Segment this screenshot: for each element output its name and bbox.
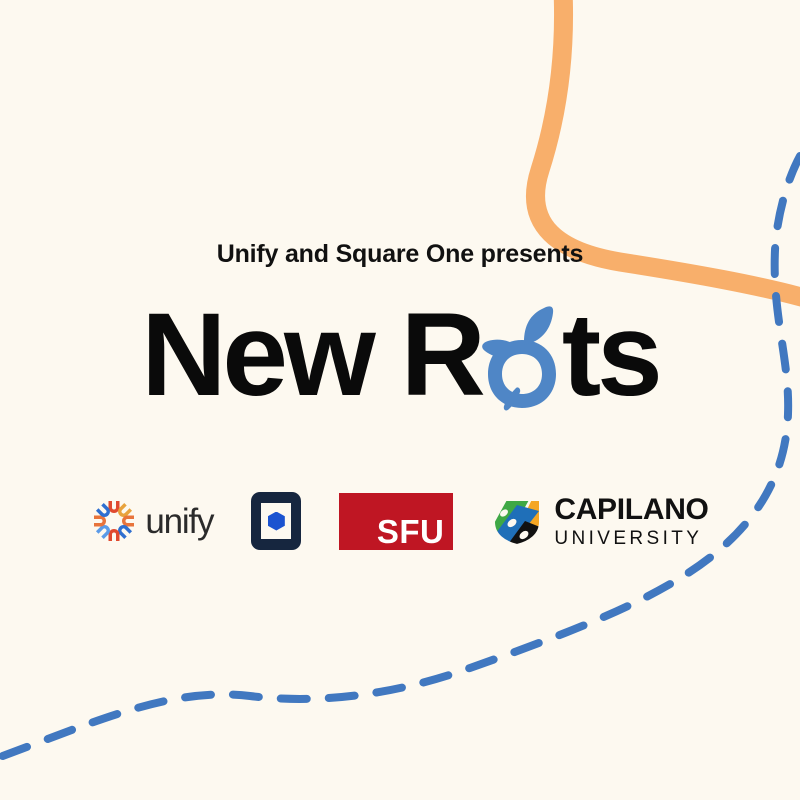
- capilano-subtitle: UNIVERSITY: [554, 527, 703, 549]
- hexagon-icon: [267, 511, 285, 531]
- sprout-seed-icon: [480, 296, 564, 414]
- unify-logo: unify: [91, 488, 215, 554]
- page-title: New R ts: [0, 295, 800, 415]
- square-one-mark-icon: [251, 492, 302, 550]
- capilano-wordmark-group: CAPILANO UNIVERSITY: [554, 492, 709, 549]
- title-prefix: New R: [141, 289, 486, 421]
- sfu-logo: SFU: [339, 488, 454, 554]
- sfu-wordmark: SFU: [376, 512, 445, 550]
- square-one-inner-square: [261, 503, 292, 539]
- unify-mark-icon: [91, 498, 137, 544]
- capilano-name: CAPILANO: [554, 492, 709, 526]
- sfu-mark-icon: SFU: [339, 492, 454, 550]
- square-one-logo: [251, 488, 302, 554]
- unify-wordmark: unify: [145, 501, 214, 541]
- presenter-line: Unify and Square One presents: [216, 240, 584, 268]
- title-suffix: ts: [561, 289, 663, 421]
- capilano-university-logo: CAPILANO UNIVERSITY: [491, 488, 709, 554]
- partner-logos-row: unify SFU: [0, 487, 800, 555]
- capilano-shield-icon: [491, 495, 543, 547]
